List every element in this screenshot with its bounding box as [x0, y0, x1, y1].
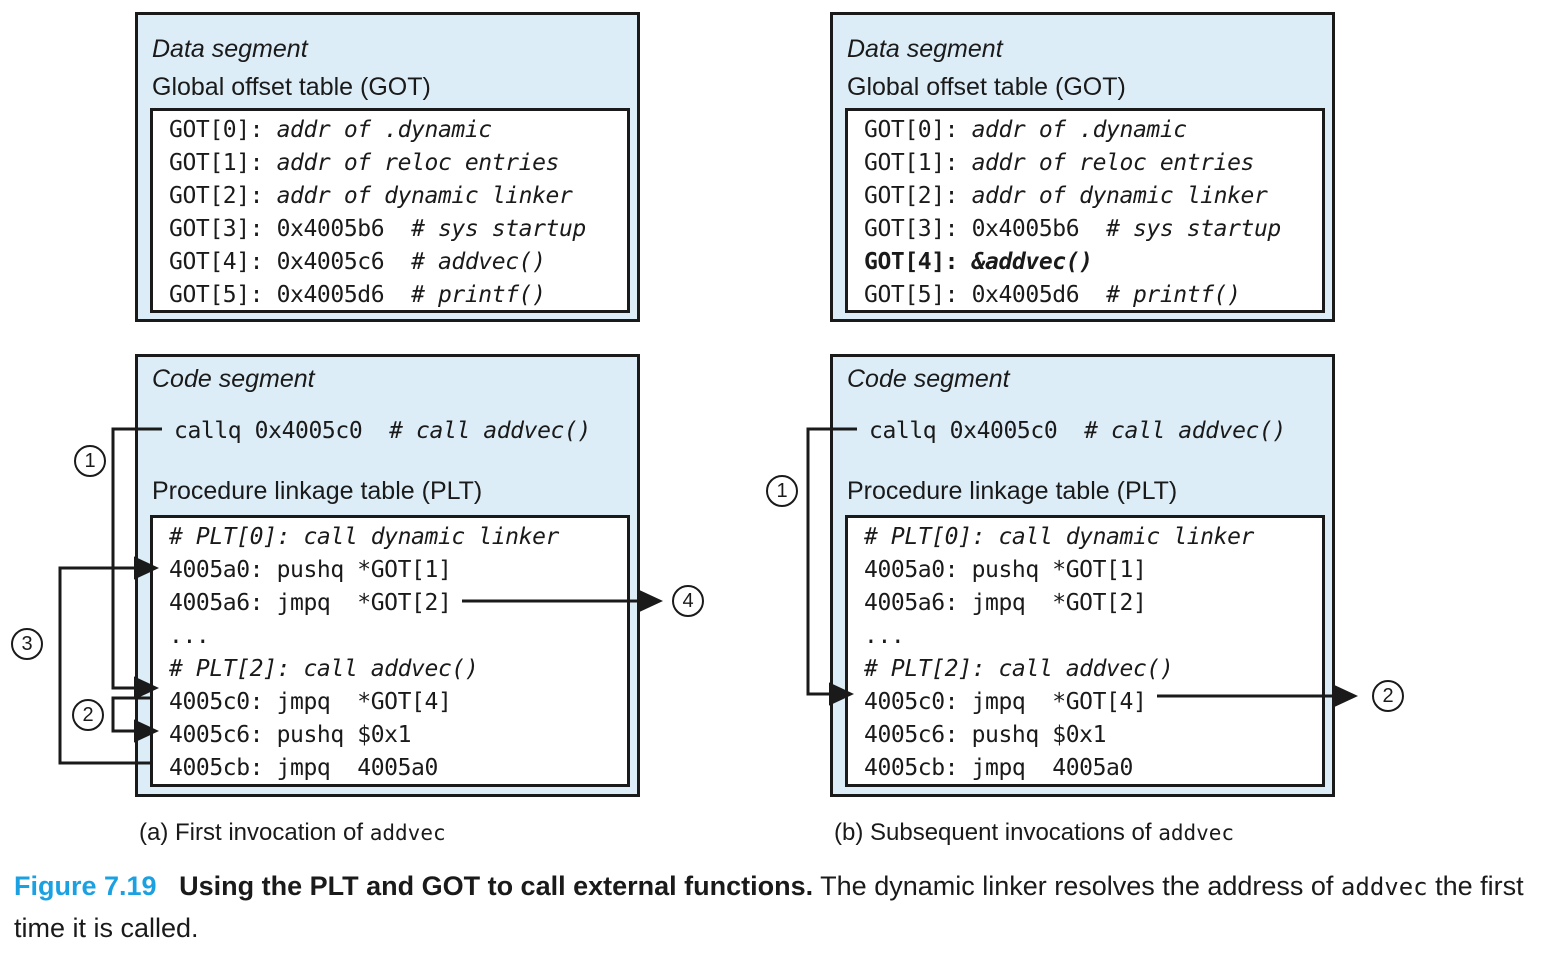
- right-callout-2: 2: [1372, 680, 1404, 712]
- figure-body-2: the first time it is called.: [14, 871, 1524, 943]
- left-code-segment-title: Code segment: [152, 365, 315, 393]
- right-got-row-0: GOT[0]: addr of .dynamic: [864, 117, 1187, 143]
- left-callout-3: 3: [11, 628, 43, 660]
- right-plt-line-2: 4005a6: jmpq *GOT[2]: [864, 590, 1147, 616]
- left-plt-subtitle: Procedure linkage table (PLT): [152, 477, 483, 505]
- left-callout-1: 1: [74, 445, 106, 477]
- left-got-row-5: GOT[5]: 0x4005d6 # printf(): [169, 282, 546, 308]
- right-data-segment-panel: Data segment Global offset table (GOT) G…: [830, 12, 1335, 322]
- right-plt-table: # PLT[0]: call dynamic linker 4005a0: pu…: [845, 515, 1325, 787]
- right-plt-subtitle: Procedure linkage table (PLT): [847, 477, 1178, 505]
- left-code-segment-panel: Code segment callq 0x4005c0 # call addve…: [135, 354, 640, 797]
- right-got-table: GOT[0]: addr of .dynamic GOT[1]: addr of…: [845, 108, 1325, 313]
- left-got-subtitle: Global offset table (GOT): [152, 73, 431, 101]
- left-plt-line-0: # PLT[0]: call dynamic linker: [169, 524, 559, 550]
- right-got-row-1: GOT[1]: addr of reloc entries: [864, 150, 1254, 176]
- figure-number: Figure 7.19: [14, 871, 157, 901]
- right-code-segment-title: Code segment: [847, 365, 1010, 393]
- left-callout-2: 2: [72, 699, 104, 731]
- left-subcaption-code: addvec: [369, 821, 446, 845]
- right-subcaption: (b) Subsequent invocations of addvec: [834, 819, 1234, 847]
- figure-title: Using the PLT and GOT to call external f…: [179, 871, 814, 901]
- left-callq-instruction: callq 0x4005c0 # call addvec(): [174, 418, 591, 444]
- left-got-row-3: GOT[3]: 0x4005b6 # sys startup: [169, 216, 586, 242]
- right-subcaption-text: (b) Subsequent invocations of: [834, 819, 1159, 846]
- left-got-table: GOT[0]: addr of .dynamic GOT[1]: addr of…: [150, 108, 630, 313]
- right-plt-line-6: 4005c6: pushq $0x1: [864, 722, 1107, 748]
- right-callout-1: 1: [766, 475, 798, 507]
- right-subcaption-code: addvec: [1158, 821, 1235, 845]
- right-got-row-2: GOT[2]: addr of dynamic linker: [864, 183, 1268, 209]
- left-subcaption-text: (a) First invocation of: [139, 819, 370, 846]
- left-got-row-2: GOT[2]: addr of dynamic linker: [169, 183, 573, 209]
- figure-body-1: The dynamic linker resolves the address …: [813, 871, 1341, 901]
- left-data-segment-title: Data segment: [152, 35, 308, 63]
- left-callout-4: 4: [672, 585, 704, 617]
- left-data-segment-panel: Data segment Global offset table (GOT) G…: [135, 12, 640, 322]
- right-plt-line-5: 4005c0: jmpq *GOT[4]: [864, 689, 1147, 715]
- right-got-subtitle: Global offset table (GOT): [847, 73, 1126, 101]
- right-plt-line-4: # PLT[2]: call addvec(): [864, 656, 1174, 682]
- left-plt-line-3: ...: [169, 623, 210, 649]
- right-plt-line-0: # PLT[0]: call dynamic linker: [864, 524, 1254, 550]
- left-subcaption: (a) First invocation of addvec: [139, 819, 446, 847]
- left-got-row-4: GOT[4]: 0x4005c6 # addvec(): [169, 249, 546, 275]
- right-plt-line-7: 4005cb: jmpq 4005a0: [864, 755, 1133, 781]
- left-plt-line-6: 4005c6: pushq $0x1: [169, 722, 412, 748]
- right-data-segment-title: Data segment: [847, 35, 1003, 63]
- left-plt-line-1: 4005a0: pushq *GOT[1]: [169, 557, 452, 583]
- left-got-row-0: GOT[0]: addr of .dynamic: [169, 117, 492, 143]
- figure-body-code: addvec: [1340, 873, 1428, 901]
- left-plt-line-4: # PLT[2]: call addvec(): [169, 656, 479, 682]
- right-plt-line-1: 4005a0: pushq *GOT[1]: [864, 557, 1147, 583]
- right-got-row-3: GOT[3]: 0x4005b6 # sys startup: [864, 216, 1281, 242]
- right-plt-line-3: ...: [864, 623, 905, 649]
- right-callq-instruction: callq 0x4005c0 # call addvec(): [869, 418, 1286, 444]
- left-plt-line-7: 4005cb: jmpq 4005a0: [169, 755, 438, 781]
- left-plt-table: # PLT[0]: call dynamic linker 4005a0: pu…: [150, 515, 630, 787]
- left-got-row-1: GOT[1]: addr of reloc entries: [169, 150, 559, 176]
- right-got-row-5: GOT[5]: 0x4005d6 # printf(): [864, 282, 1241, 308]
- right-got-row-4-highlighted: GOT[4]: &addvec(): [864, 249, 1093, 275]
- right-code-segment-panel: Code segment callq 0x4005c0 # call addve…: [830, 354, 1335, 797]
- figure-caption: Figure 7.19 Using the PLT and GOT to cal…: [14, 866, 1550, 949]
- left-plt-line-5: 4005c0: jmpq *GOT[4]: [169, 689, 452, 715]
- left-plt-line-2: 4005a6: jmpq *GOT[2]: [169, 590, 452, 616]
